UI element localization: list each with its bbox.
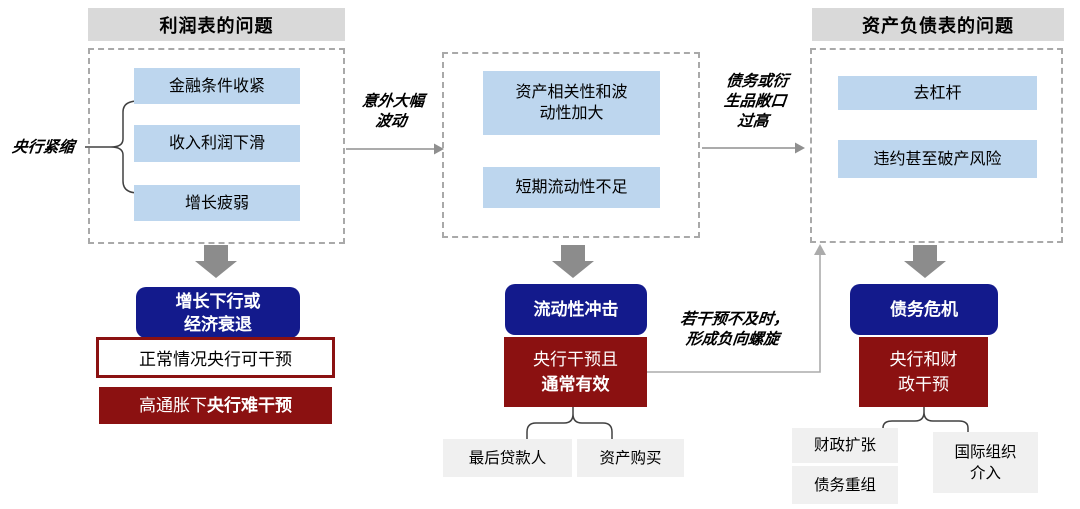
note-cb-intervention-normal: 央行干预且: [533, 350, 618, 369]
down-arrow-mid: [552, 245, 594, 278]
flow-arrowhead-mid-to-right: [795, 142, 805, 154]
spiral-feedback-arrowhead: [814, 244, 826, 255]
middle-dashed-group: [442, 52, 700, 238]
side-label-central-bank-tightening: 央行紧缩: [11, 139, 75, 156]
note-high-inflation-normal: 高通胀下: [139, 396, 207, 415]
flow-label-unexpected-volatility: 意外大幅 波动: [361, 93, 425, 130]
outcome-debt-crisis: 债务危机: [850, 284, 998, 335]
left-dashed-group: [88, 48, 345, 244]
note-normal-intervention: 正常情况央行可干预: [96, 337, 335, 378]
flow-label-debt-derivative-exposure: 债务或衍 生品敞口 过高: [723, 73, 790, 130]
down-arrow-right: [904, 245, 946, 278]
cause-weak-growth: 增长疲弱: [134, 185, 300, 221]
cause-default-bankruptcy-risk: 违约甚至破产风险: [838, 140, 1037, 178]
left-column-header: 利润表的问题: [88, 8, 345, 41]
tool-debt-restructuring: 债务重组: [792, 466, 898, 504]
flow-label-negative-spiral: 若干预不及时， 形成负向螺旋: [679, 311, 790, 348]
note-high-inflation-bold: 央行难干预: [207, 396, 292, 415]
note-high-inflation-text: 高通胀下央行难干预: [139, 393, 292, 418]
outcome-liquidity-shock: 流动性冲击: [505, 284, 647, 335]
right-dashed-group: [810, 48, 1063, 243]
tool-fiscal-expansion: 财政扩张: [792, 428, 898, 463]
tool-asset-purchase: 资产购买: [577, 439, 684, 477]
note-cb-intervention-bold: 通常有效: [541, 375, 610, 394]
bracket-mid: [526, 407, 613, 441]
cause-asset-correlation-volatility: 资产相关性和波 动性加大: [483, 71, 660, 135]
tool-international-organization: 国际组织 介入: [933, 432, 1038, 493]
cause-short-term-liquidity: 短期流动性不足: [483, 167, 660, 208]
tool-lender-of-last-resort: 最后贷款人: [443, 439, 572, 477]
outcome-growth-downturn: 增长下行或 经济衰退: [136, 287, 300, 338]
cause-income-profit-decline: 收入利润下滑: [134, 125, 300, 162]
note-high-inflation: 高通胀下央行难干预: [99, 387, 332, 424]
right-column-header: 资产负债表的问题: [812, 8, 1064, 41]
cause-deleveraging: 去杠杆: [838, 76, 1037, 110]
cause-financial-conditions: 金融条件收紧: [134, 68, 300, 104]
note-central-bank-intervention: 央行干预且 通常有效: [504, 337, 647, 407]
down-arrow-left: [195, 245, 237, 278]
note-cb-fiscal-intervention: 央行和财 政干预: [859, 337, 988, 407]
